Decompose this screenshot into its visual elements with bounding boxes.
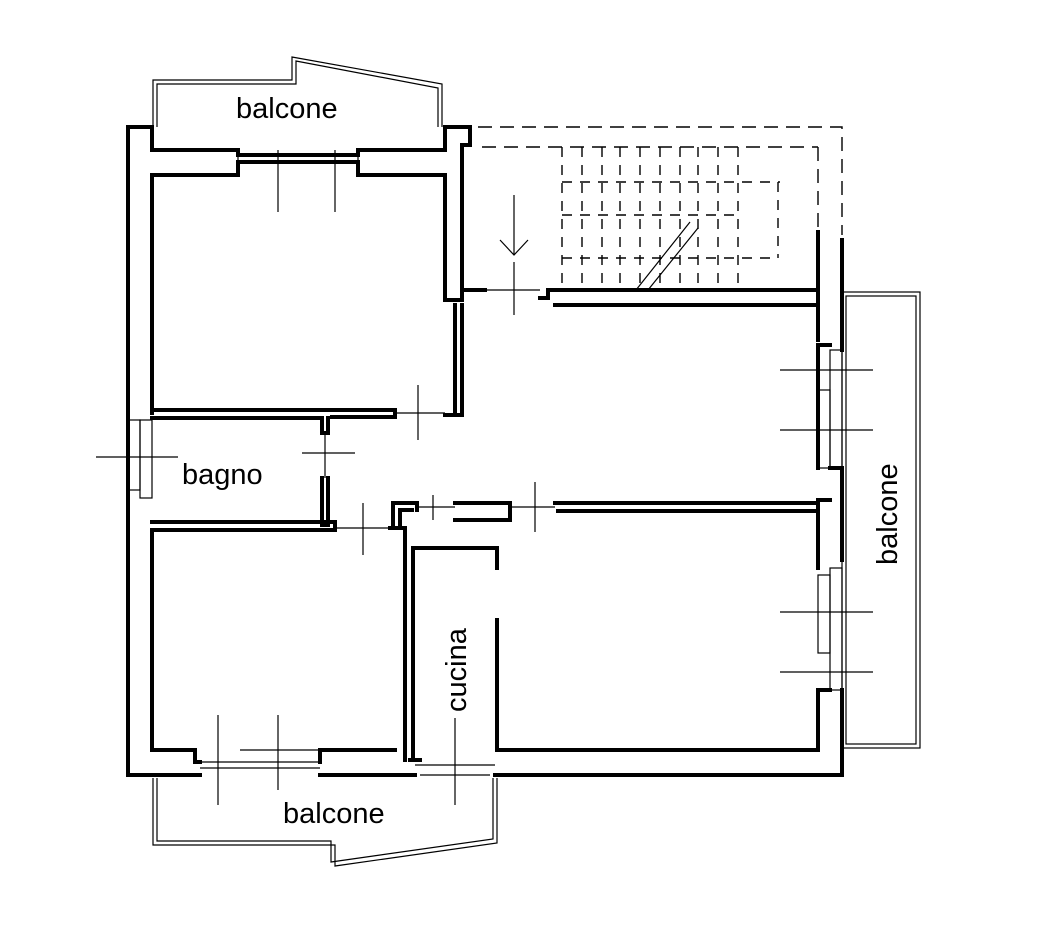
interior-walls (150, 303, 820, 762)
label-balcone-bottom: balcone (283, 798, 385, 830)
balcony-top (152, 56, 443, 127)
label-balcone-right: balcone (872, 463, 904, 565)
opening-marks (96, 150, 873, 805)
label-bagno: bagno (182, 459, 263, 491)
outer-walls (126, 125, 844, 777)
label-cucina: cucina (441, 627, 473, 712)
balcony-bottom (152, 778, 498, 867)
label-balcone-top: balcone (236, 93, 338, 125)
staircase (478, 126, 843, 291)
